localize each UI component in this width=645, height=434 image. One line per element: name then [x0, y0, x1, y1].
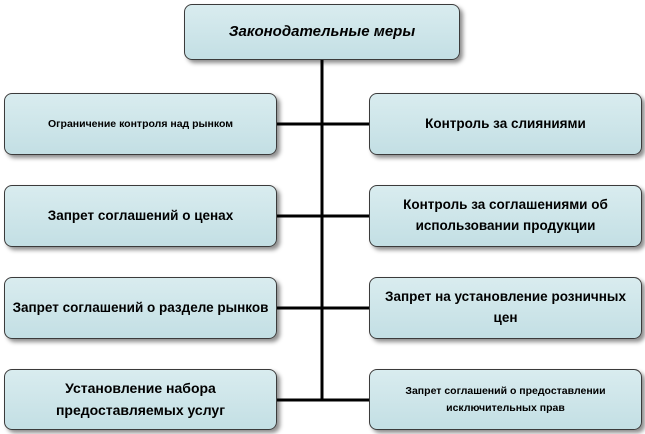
root-node-legislative-measures: Законодательные меры: [184, 4, 460, 60]
node-product-use-agreements-control: Контроль за соглашениями об использовани…: [369, 185, 642, 247]
node-retail-price-setting-ban: Запрет на установление розничных цен: [369, 277, 642, 339]
root-node-label: Законодательные меры: [228, 23, 416, 41]
node-label: Запрет соглашений о ценах: [47, 207, 234, 223]
node-label: Установление набора предоставляемых услу…: [55, 379, 226, 418]
node-label: Контроль за слияниями: [425, 115, 586, 131]
node-label: Запрет соглашений о предоставлении исклю…: [405, 385, 606, 414]
node-label: Запрет на установление розничных цен: [385, 289, 626, 325]
node-price-agreements-ban: Запрет соглашений о ценах: [4, 185, 277, 247]
node-label: Ограничение контроля над рынком: [47, 117, 234, 130]
node-market-control-limitation: Ограничение контроля над рынком: [4, 93, 277, 155]
node-merger-control: Контроль за слияниями: [369, 93, 642, 155]
node-exclusive-rights-agreements-ban: Запрет соглашений о предоставлении исклю…: [369, 369, 642, 430]
node-service-set-establishment: Установление набора предоставляемых услу…: [4, 369, 277, 430]
node-label: Запрет соглашений о разделе рынков: [12, 299, 269, 315]
node-market-division-ban: Запрет соглашений о разделе рынков: [4, 277, 277, 339]
node-label: Контроль за соглашениями об использовани…: [403, 197, 608, 233]
